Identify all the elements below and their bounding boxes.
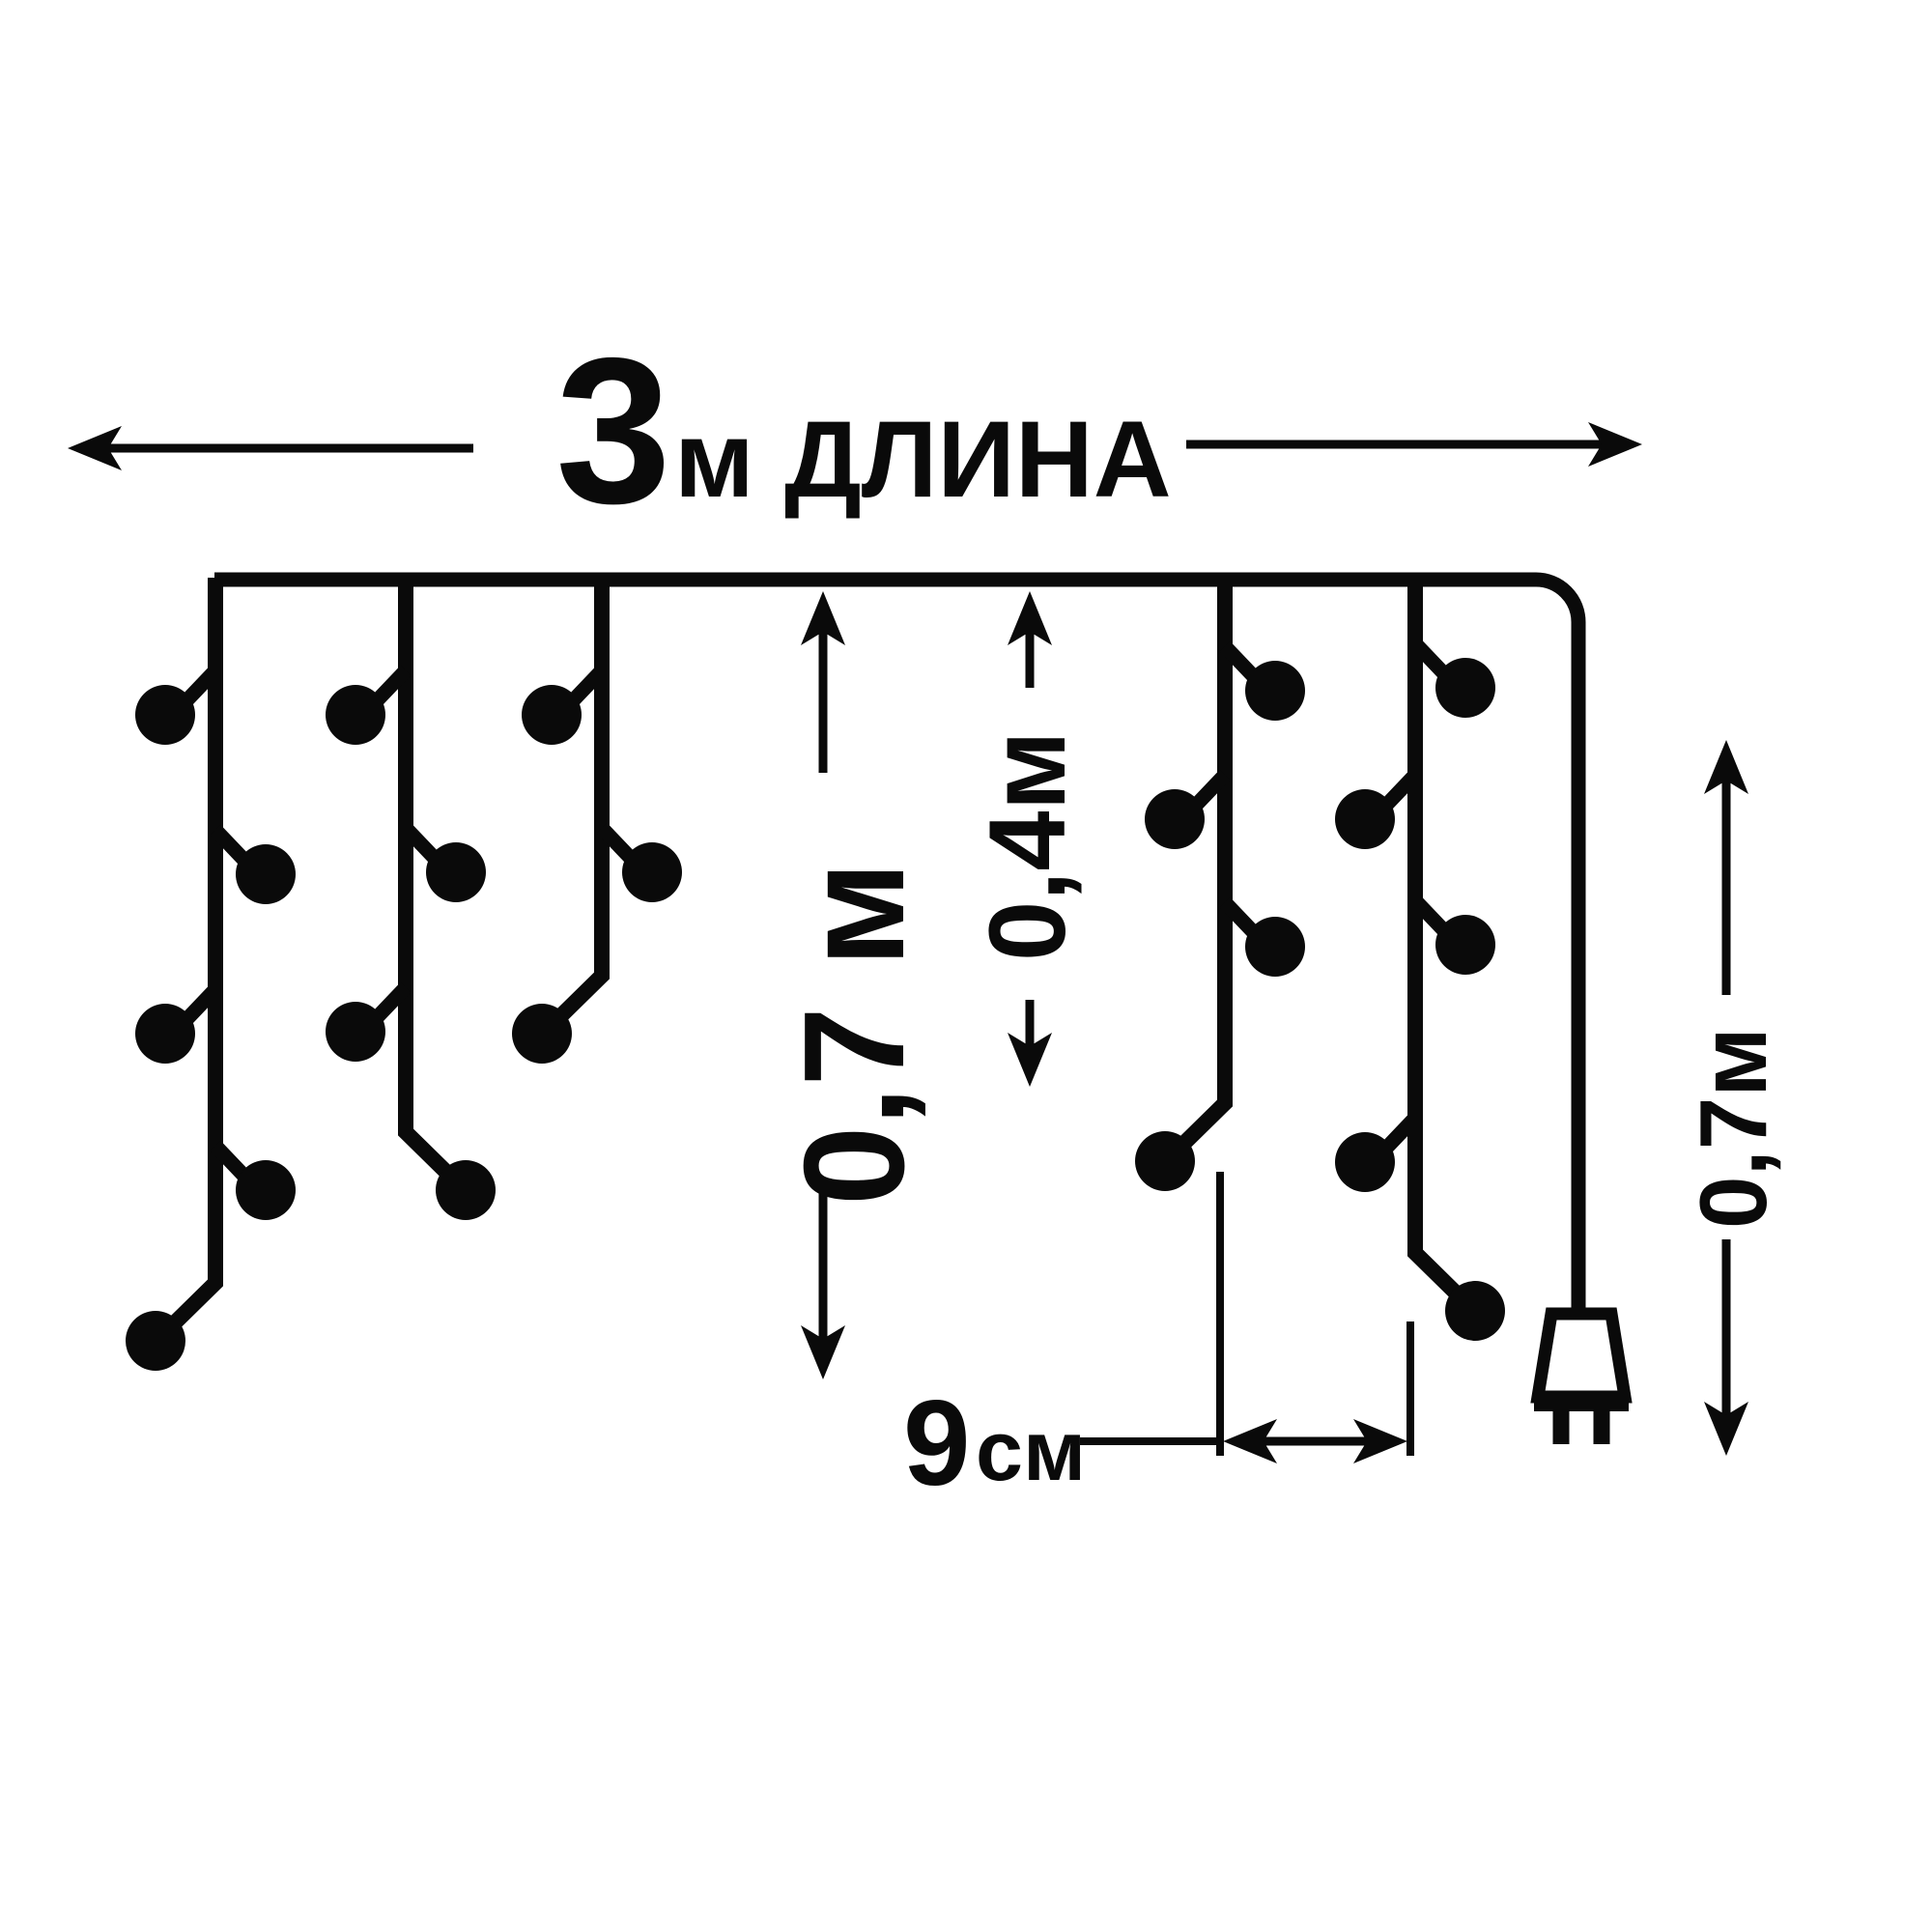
bulb xyxy=(1145,789,1205,849)
drop-height-label: 0,7 м xyxy=(775,862,934,1206)
bulb xyxy=(135,1004,195,1064)
drop-line xyxy=(156,578,223,1341)
cord-height-arrow-down-head xyxy=(1704,1402,1748,1456)
cord-height-arrow-up-head xyxy=(1704,740,1748,794)
inner-height-label: 0,4м xyxy=(967,730,1088,961)
length-unit-label: м ДЛИНА xyxy=(674,399,1172,520)
bulb xyxy=(1335,789,1395,849)
end-bulb xyxy=(512,1004,572,1064)
length-arrow-left-head xyxy=(68,426,122,470)
spacing-unit-label: см xyxy=(976,1403,1086,1498)
spacing-arrow-left-head xyxy=(1223,1419,1277,1463)
generated-geometry xyxy=(68,422,1748,1463)
drop-line xyxy=(1407,578,1474,1311)
bulb xyxy=(326,685,385,745)
bulb xyxy=(1435,658,1495,718)
end-bulb xyxy=(1135,1131,1195,1191)
length-value-label: 3 xyxy=(555,314,671,547)
cord-height-label: 0,7м xyxy=(1680,1027,1786,1229)
bulb xyxy=(236,1160,296,1220)
bulb xyxy=(236,844,296,904)
inner-height-arrow-down-head xyxy=(1008,1033,1052,1087)
bulb xyxy=(1245,917,1305,977)
plug-prong xyxy=(1593,1409,1610,1444)
bulb xyxy=(622,842,682,902)
spacing-arrow-right-head xyxy=(1353,1419,1407,1463)
end-bulb xyxy=(436,1160,496,1220)
garland-wire xyxy=(214,572,1586,1316)
plug-base-bar xyxy=(1534,1395,1629,1411)
bulb xyxy=(522,685,582,745)
bulb xyxy=(326,1002,385,1062)
end-bulb xyxy=(126,1311,185,1371)
inner-height-arrow-up-head xyxy=(1008,591,1052,645)
bulb xyxy=(135,685,195,745)
bulb xyxy=(1335,1132,1395,1192)
bulb xyxy=(426,842,486,902)
drop-height-arrow-up-head xyxy=(801,591,845,645)
plug-prong xyxy=(1552,1409,1570,1444)
drop-line xyxy=(398,578,465,1190)
drop-height-arrow-down-head xyxy=(801,1325,845,1379)
length-arrow-right-head xyxy=(1588,422,1642,467)
bulb xyxy=(1435,915,1495,975)
drop-line xyxy=(1166,578,1233,1161)
end-bulb xyxy=(1445,1281,1505,1341)
spacing-value-label: 9 xyxy=(903,1377,971,1511)
plug-body xyxy=(1530,1307,1633,1404)
drop-line xyxy=(543,578,610,1034)
bulb xyxy=(1245,661,1305,721)
